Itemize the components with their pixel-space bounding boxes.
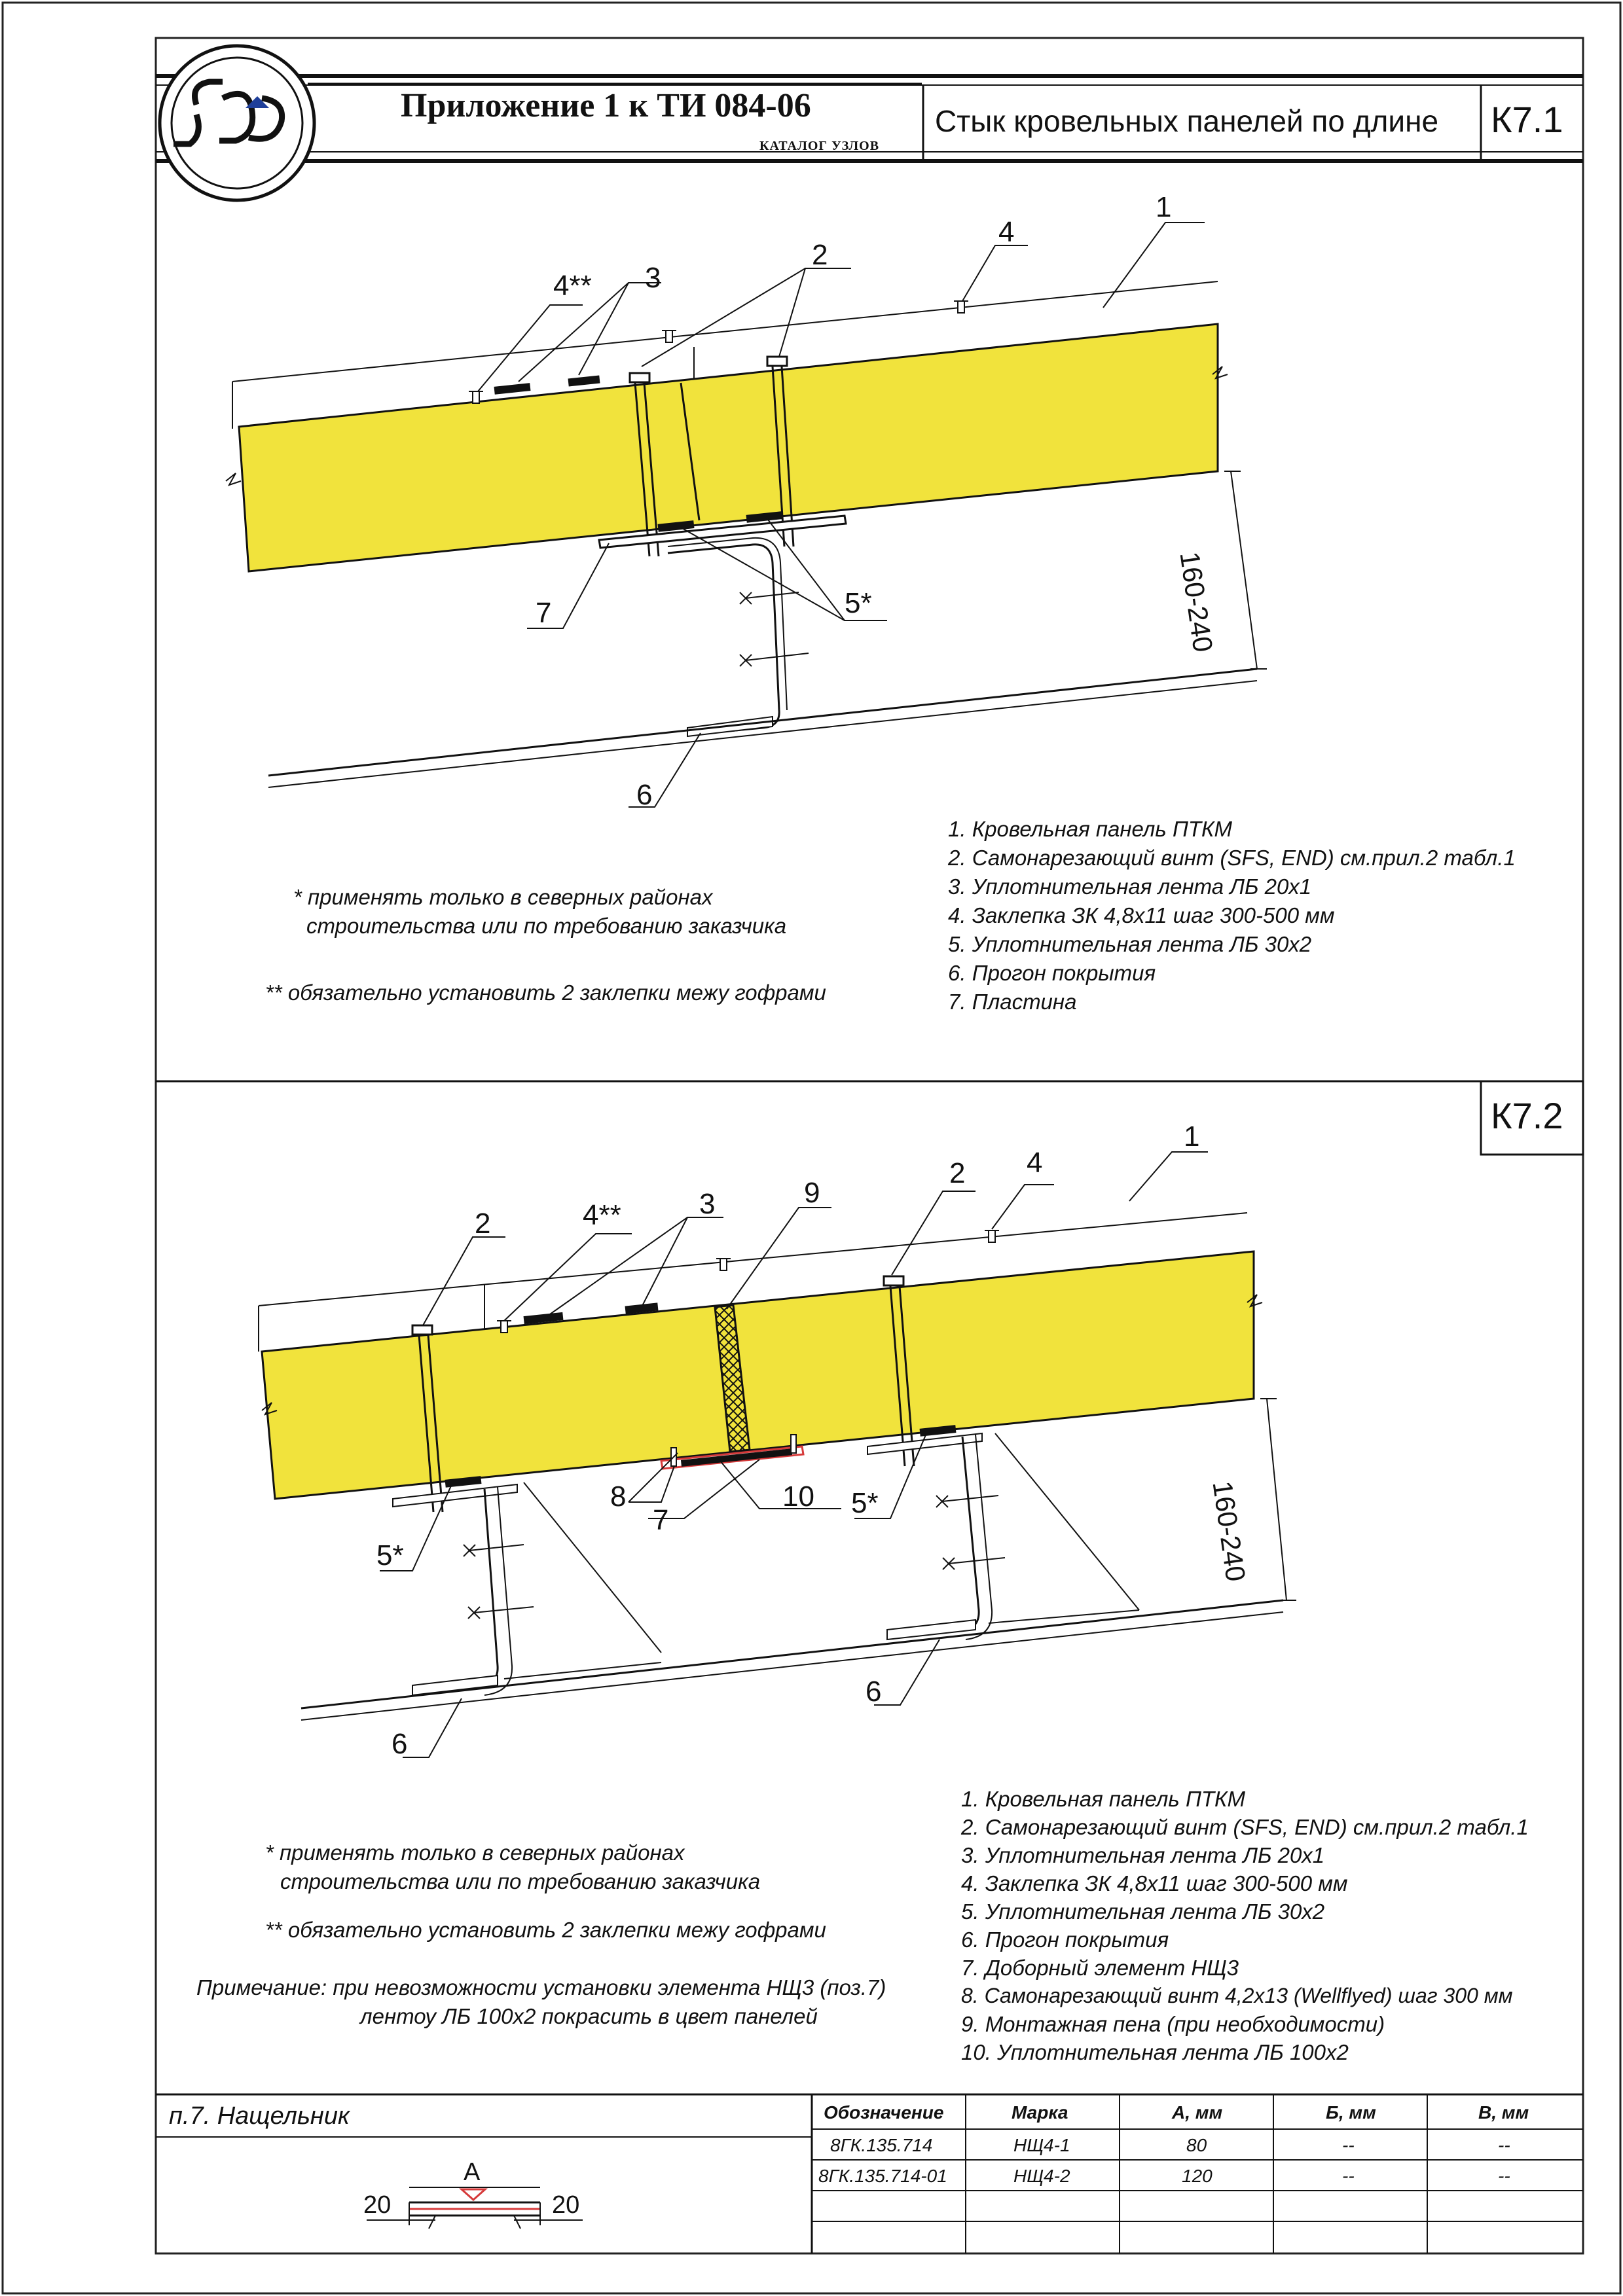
k72-callout-7: 7	[653, 1504, 669, 1536]
k71-callout-2: 2	[812, 239, 828, 271]
k72-callout-4: 4	[1027, 1147, 1043, 1179]
flashing-sketch	[367, 2187, 583, 2229]
k72-remark-cont: лентоу ЛБ 100х2 покрасить в цвет панелей	[360, 2004, 818, 2028]
k72-code: К7.2	[1491, 1095, 1563, 1136]
k72-legend-item: 8. Самонарезающий винт 4,2х13 (Wellflyed…	[961, 1984, 1513, 2007]
flashing-title: п.7. Нащельник	[169, 2102, 350, 2130]
k71-assembly	[225, 222, 1267, 808]
table-header-v: В, мм	[1478, 2102, 1529, 2123]
k71-note-star: * применять только в северных районах	[293, 885, 713, 909]
k71-legend-item: 4. Заклепка ЗК 4,8х11 шаг 300-500 мм	[948, 903, 1335, 927]
table-header-designation: Обозначение	[824, 2102, 944, 2123]
k71-legend-item: 1. Кровельная панель ПТКМ	[948, 817, 1232, 841]
table-cell: НЩ4-1	[1013, 2135, 1070, 2155]
flashing-dim-left: 20	[363, 2191, 392, 2219]
k72-callout-3: 3	[699, 1188, 716, 1220]
k72-callout-2-left: 2	[475, 1208, 491, 1240]
k72-callout-9: 9	[804, 1177, 820, 1209]
k72-callout-4-star: 4**	[583, 1199, 621, 1231]
k72-callout-1: 1	[1184, 1121, 1200, 1153]
k72-legend-item: 6. Прогон покрытия	[961, 1928, 1169, 1952]
k72-callout-5-star-right: 5*	[851, 1487, 879, 1519]
k72-code-box	[1480, 1080, 1584, 1156]
k71-legend-item: 5. Уплотнительная лента ЛБ 30х2	[948, 932, 1312, 956]
k72-note-star: * применять только в северных районах	[265, 1840, 685, 1865]
company-logo	[158, 44, 316, 202]
k72-note-star-cont: строительства или по требованию заказчик…	[280, 1869, 761, 1893]
k71-code: К7.1	[1491, 99, 1563, 140]
table-cell: 8ГК.135.714	[830, 2135, 933, 2155]
k71-callout-4: 4	[998, 216, 1015, 248]
table-cell: --	[1498, 2166, 1510, 2186]
k72-legend-item: 1. Кровельная панель ПТКМ	[961, 1787, 1245, 1811]
k72-callout-8: 8	[610, 1480, 627, 1513]
table-cell: --	[1342, 2135, 1355, 2155]
k72-legend-item: 10. Уплотнительная лента ЛБ 100х2	[961, 2040, 1349, 2064]
bottom-block	[156, 2093, 1583, 2253]
k72-legend-item: 3. Уплотнительная лента ЛБ 20х1	[961, 1843, 1325, 1867]
k72-legend-item: 5. Уплотнительная лента ЛБ 30х2	[961, 1899, 1325, 1924]
k71-note-double-star: ** обязательно установить 2 заклепки меж…	[265, 980, 826, 1005]
k71-callout-4-star: 4**	[553, 270, 592, 302]
catalog-label: КАТАЛОГ УЗЛОВ	[759, 139, 880, 153]
k71-callout-5-star: 5*	[845, 587, 872, 619]
flashing-dim-a: A	[464, 2159, 481, 2186]
k72-legend-item: 9. Монтажная пена (при необходимости)	[961, 2012, 1385, 2036]
table-header-b: Б, мм	[1326, 2102, 1376, 2123]
k72-legend-item: 2. Самонарезающий винт (SFS, END) см.при…	[961, 1815, 1529, 1839]
k72-insulation	[261, 1250, 1255, 1500]
k72-callout-6-left: 6	[392, 1728, 408, 1760]
k71-legend-item: 2. Самонарезающий винт (SFS, END) см.при…	[948, 846, 1516, 870]
k71-legend-item: 3. Уплотнительная лента ЛБ 20х1	[948, 874, 1312, 899]
table-header-mark: Марка	[1012, 2102, 1068, 2123]
appendix-title: Приложение 1 к ТИ 084-06	[401, 87, 811, 124]
k72-remark: Примечание: при невозможности установки …	[196, 1975, 886, 2000]
table-cell: НЩ4-2	[1013, 2166, 1070, 2186]
flashing-dim-right: 20	[552, 2191, 580, 2219]
table-header-a: A, мм	[1172, 2102, 1223, 2123]
k72-assembly	[258, 1151, 1296, 1758]
k71-callout-1: 1	[1156, 191, 1172, 223]
k72-callout-5-star-left: 5*	[376, 1539, 404, 1571]
k72-callout-10: 10	[782, 1480, 814, 1513]
table-cell: --	[1498, 2135, 1510, 2155]
k72-foam-joint	[714, 1304, 751, 1453]
k71-insulation	[238, 323, 1219, 573]
k71-callout-3: 3	[645, 262, 661, 294]
k72-note-double-star: ** обязательно установить 2 заклепки меж…	[265, 1918, 826, 1942]
k72-legend-item: 4. Заклепка ЗК 4,8х11 шаг 300-500 мм	[961, 1871, 1348, 1895]
table-cell: 8ГК.135.714-01	[818, 2166, 947, 2186]
k71-note-star-cont: строительства или по требованию заказчик…	[306, 914, 787, 938]
sheet-title: Стык кровельных панелей по длине	[935, 104, 1439, 138]
k72-callout-6-right: 6	[866, 1676, 882, 1708]
k72-callout-2-right: 2	[949, 1157, 966, 1189]
table-cell: 80	[1186, 2135, 1207, 2155]
k71-callout-6: 6	[636, 779, 653, 811]
k71-legend-item: 7. Пластина	[948, 990, 1077, 1014]
title-block	[156, 74, 1583, 163]
k72-legend-item: 7. Доборный элемент НЩ3	[961, 1956, 1239, 1980]
table-cell: 120	[1182, 2166, 1213, 2186]
k71-legend-item: 6. Прогон покрытия	[948, 961, 1156, 985]
table-cell: --	[1342, 2166, 1355, 2186]
k71-callout-7: 7	[536, 597, 552, 629]
